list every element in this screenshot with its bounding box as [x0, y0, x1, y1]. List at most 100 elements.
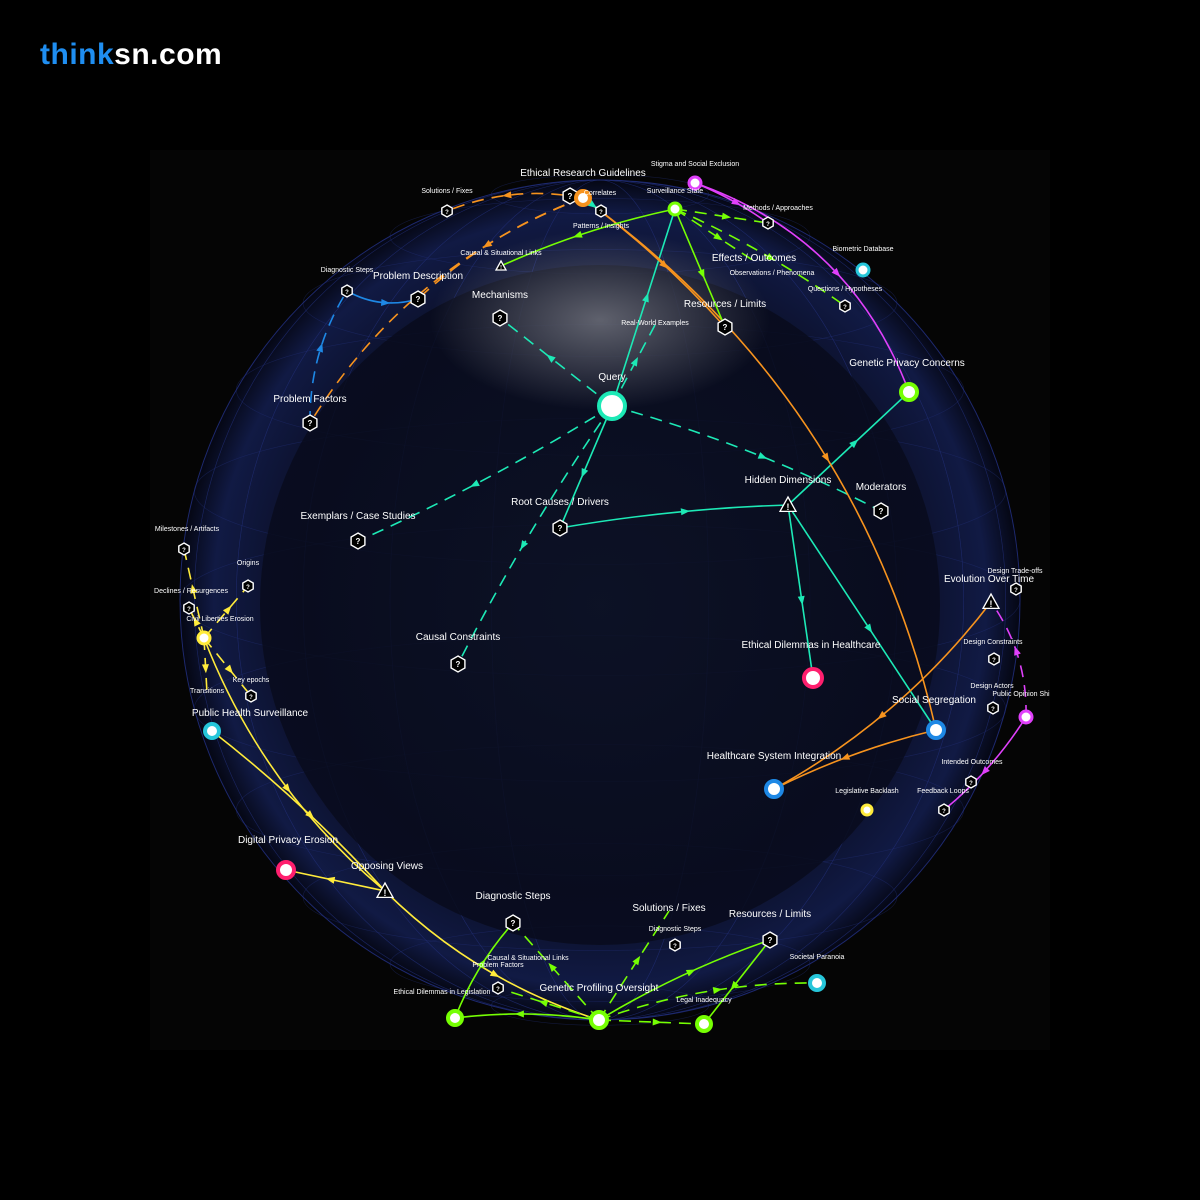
warning-triangle-icon[interactable]	[778, 495, 798, 513]
circle-node-icon[interactable]	[764, 779, 784, 799]
node-real-world[interactable]: Real-World Examples	[621, 320, 689, 327]
question-hex-icon[interactable]	[341, 284, 353, 298]
node-milestones[interactable]: ?Milestones / Artifacts	[155, 526, 220, 556]
node-resources-limits-top[interactable]: ?Resources / Limits	[684, 299, 766, 336]
circle-node-icon[interactable]	[860, 803, 874, 817]
question-hex-icon[interactable]	[245, 689, 257, 703]
node-ethical-dilemmas-healthcare[interactable]: Ethical Dilemmas in Healthcare	[742, 640, 881, 689]
node-social-segregation[interactable]: Social Segregation	[892, 695, 976, 740]
question-hex-icon[interactable]	[441, 204, 453, 218]
circle-node-icon[interactable]	[695, 1015, 713, 1033]
node-diagnostic-bottom[interactable]: ?Diagnostic Steps	[475, 891, 551, 932]
node-origins[interactable]: ?Origins	[237, 560, 260, 593]
node-evolution[interactable]: !Evolution Over Time	[944, 574, 1034, 610]
question-hex-icon[interactable]	[987, 701, 999, 715]
node-feedback-loops[interactable]: ?Feedback Loops	[917, 788, 969, 817]
question-hex-icon[interactable]	[839, 299, 851, 313]
node-solutions-top[interactable]: ?Solutions / Fixes	[421, 188, 473, 218]
node-design-constraints[interactable]: ?Design Constraints	[963, 639, 1023, 666]
question-hex-icon[interactable]	[762, 931, 778, 949]
circle-node-icon[interactable]	[926, 720, 946, 740]
question-hex-icon[interactable]	[717, 318, 733, 336]
node-moderators[interactable]: ?Moderators	[856, 482, 907, 520]
question-hex-icon[interactable]	[669, 938, 681, 952]
warning-triangle-icon[interactable]	[494, 259, 508, 271]
node-effects[interactable]: Effects / Outcomes	[712, 253, 796, 264]
question-hex-icon[interactable]	[988, 652, 1000, 666]
node-problem-description[interactable]: ?Problem Description	[373, 271, 463, 308]
node-hidden-dimensions[interactable]: !Hidden Dimensions	[745, 475, 832, 513]
question-hex-icon[interactable]	[183, 601, 195, 615]
node-correlates[interactable]: Correlates	[574, 189, 617, 207]
circle-node-icon[interactable]	[808, 974, 826, 992]
circle-node-icon[interactable]	[802, 667, 824, 689]
node-opposing-views[interactable]: !Opposing Views	[351, 861, 423, 899]
circle-node-icon[interactable]	[196, 630, 212, 646]
node-solutions-bottom[interactable]: Solutions / Fixes	[632, 903, 705, 914]
node-design-tradeoffs[interactable]: ?Design Trade-offs	[987, 568, 1043, 596]
question-hex-icon[interactable]	[242, 579, 254, 593]
node-exemplars[interactable]: ?Exemplars / Case Studies	[300, 511, 416, 550]
question-hex-icon[interactable]	[492, 309, 508, 327]
brand-logo[interactable]: thinksn.com	[40, 38, 222, 72]
node-root-causes[interactable]: ?Root Causes / Drivers	[511, 497, 609, 537]
circle-node-icon[interactable]	[597, 391, 627, 421]
node-digital-privacy[interactable]: Digital Privacy Erosion	[238, 835, 338, 880]
node-transitions[interactable]: Transitions	[190, 688, 224, 695]
node-causal-situational-bottom[interactable]: Causal & Situational Links	[487, 955, 569, 962]
node-legal-inadequacy[interactable]: Legal Inadequacy	[676, 997, 732, 1033]
node-intended-outcomes[interactable]: ?Intended Outcomes	[941, 759, 1003, 789]
node-methods[interactable]: ?Methods / Approaches	[743, 205, 813, 230]
circle-node-icon[interactable]	[589, 1010, 609, 1030]
question-hex-icon[interactable]	[938, 803, 950, 817]
question-hex-icon[interactable]	[552, 519, 568, 537]
node-resources-bottom[interactable]: ?Resources / Limits	[729, 909, 811, 949]
node-biometric[interactable]: Biometric Database	[832, 246, 894, 278]
node-genetic-privacy[interactable]: Genetic Privacy Concerns	[849, 358, 965, 402]
node-causal-constraints[interactable]: ?Causal Constraints	[416, 632, 500, 673]
node-problem-factors-left[interactable]: ?Problem Factors	[273, 394, 347, 432]
node-mechanisms[interactable]: ?Mechanisms	[472, 290, 528, 327]
circle-node-icon[interactable]	[276, 860, 296, 880]
node-societal-paranoia[interactable]: Societal Paranoia	[790, 954, 845, 992]
node-surveillance-state[interactable]: Surveillance State	[647, 188, 704, 217]
node-observations[interactable]: Observations / Phenomena	[730, 270, 815, 277]
node-problem-factors-bottom[interactable]: ?Problem Factors	[472, 962, 524, 995]
warning-triangle-icon[interactable]	[375, 881, 395, 899]
node-questions[interactable]: ?Questions / Hypotheses	[808, 286, 883, 313]
node-causal-situational-top[interactable]: !Causal & Situational Links	[460, 250, 542, 271]
circle-node-icon[interactable]	[855, 262, 871, 278]
node-legislative-backlash[interactable]: Legislative Backlash	[835, 788, 899, 817]
question-hex-icon[interactable]	[595, 204, 607, 218]
circle-node-icon[interactable]	[899, 382, 919, 402]
circle-node-icon[interactable]	[574, 189, 592, 207]
question-hex-icon[interactable]	[178, 542, 190, 556]
question-hex-icon[interactable]	[505, 914, 521, 932]
question-hex-icon[interactable]	[492, 981, 504, 995]
node-healthcare-integration[interactable]: Healthcare System Integration	[707, 751, 842, 799]
circle-node-icon[interactable]	[687, 175, 703, 191]
node-genetic-profiling[interactable]: Genetic Profiling Oversight	[540, 983, 659, 1030]
circle-node-icon[interactable]	[1018, 709, 1034, 725]
question-hex-icon[interactable]	[1010, 582, 1022, 596]
question-hex-icon[interactable]	[873, 502, 889, 520]
question-hex-icon[interactable]	[302, 414, 318, 432]
circle-node-icon[interactable]	[446, 1009, 464, 1027]
question-hex-icon[interactable]	[410, 290, 426, 308]
node-patterns[interactable]: ?Patterns / Insights	[573, 204, 630, 230]
node-declines[interactable]: ?Declines / Resurgences	[154, 588, 228, 615]
node-ethical-legislation[interactable]: Ethical Dilemmas in Legislation	[394, 989, 491, 1027]
question-hex-icon[interactable]	[350, 532, 366, 550]
node-design-actors[interactable]: ?Design Actors	[970, 683, 1014, 715]
node-public-opinion[interactable]: Public Opinion Shi	[992, 691, 1050, 725]
node-civil-liberties[interactable]: Civil Liberties Erosion	[186, 616, 254, 646]
circle-node-icon[interactable]	[203, 722, 221, 740]
node-key-epochs[interactable]: ?Key epochs	[233, 677, 270, 703]
question-hex-icon[interactable]	[762, 216, 774, 230]
node-diagnostic-top[interactable]: ?Diagnostic Steps	[321, 267, 374, 298]
question-hex-icon[interactable]	[450, 655, 466, 673]
warning-triangle-icon[interactable]	[981, 592, 1001, 610]
node-public-health[interactable]: Public Health Surveillance	[192, 708, 309, 740]
circle-node-icon[interactable]	[667, 201, 683, 217]
